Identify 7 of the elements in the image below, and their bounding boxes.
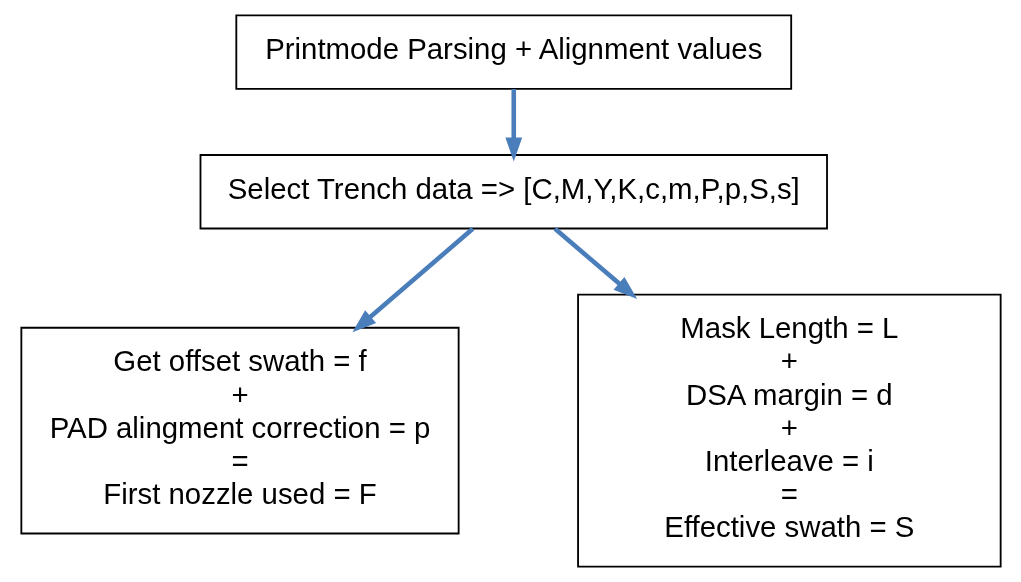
arrow	[504, 89, 522, 162]
node-box: Select Trench data => [C,M,Y,K,c,m,P,p,S,s]	[199, 154, 828, 230]
arrow	[553, 227, 637, 299]
node-box: Printmode Parsing + Alignment values	[234, 14, 792, 90]
arrow	[351, 227, 474, 333]
node-box: Mask Length = L + DSA margin = d + Interleave = i = Effective swath = S	[576, 293, 1002, 568]
node-box: Get offset swath = f + PAD alingment correction = p = First nozzle used = F	[19, 326, 460, 535]
